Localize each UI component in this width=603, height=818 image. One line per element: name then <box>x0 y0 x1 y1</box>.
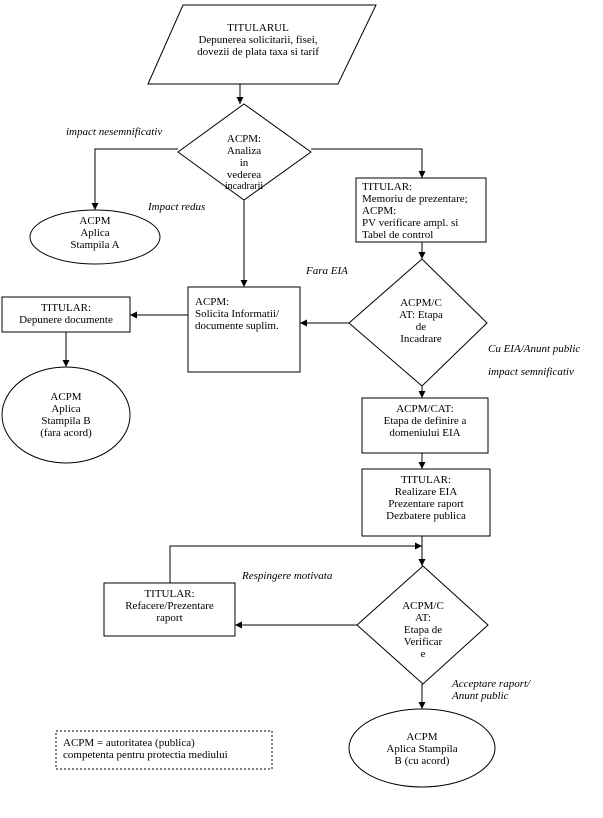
legend-box <box>55 730 273 770</box>
solicita-text: ACPM: Solicita Informatii/ documente sup… <box>195 296 280 332</box>
memoriu-text: TITULAR: Memoriu de prezentare; ACPM: PV… <box>362 181 468 241</box>
stampila-acord-text: ACPM Aplica Stampila B (cu acord) <box>386 731 458 767</box>
stampila-b-text: ACPM Aplica Stampila B (fara acord) <box>40 391 92 439</box>
label-impact-nesemnificativ: impact nesemnificativ <box>66 126 163 138</box>
depunere-doc-box <box>1 296 131 333</box>
verificare-text: ACPM/C AT: Etapa de Verificar e <box>402 600 444 660</box>
definire-box <box>361 397 489 454</box>
depunere-doc-text: TITULAR: Depunere documente <box>19 302 113 326</box>
arrow-analiza-to-stampila-a <box>91 148 178 210</box>
legend-text: ACPM = autoritatea (publica) competenta … <box>63 737 228 761</box>
label-fara-eia: Fara EIA <box>306 265 348 277</box>
refacere-text: TITULAR: Refacere/Prezentare raport <box>125 588 214 624</box>
incadrare-text: ACPM/C AT: Etapa de Incadrare <box>399 297 443 345</box>
refacere-box <box>103 582 236 637</box>
start-parallelogram <box>147 4 377 85</box>
definire-text: ACPM/CAT: Etapa de definire a domeniului… <box>383 403 467 439</box>
realizare-text: TITULAR: Realizare EIA Prezentare raport… <box>386 474 466 522</box>
label-impact-redus: Impact redus <box>148 201 206 213</box>
stampila-a-text: ACPM Aplica Stampila A <box>70 215 120 251</box>
start-text: TITULARUL Depunerea solicitarii, fisei, … <box>197 22 319 58</box>
memoriu-box <box>355 177 487 243</box>
verificare-decision <box>356 565 489 685</box>
label-cu-eia: Cu EIA/Anunt public <box>488 343 581 355</box>
label-respingere: Respingere motivata <box>242 570 333 582</box>
realizare-box <box>361 468 491 537</box>
label-impact-semnificativ: impact semnificativ <box>488 366 574 378</box>
arrow-analiza-to-memoriu <box>311 148 426 178</box>
solicita-box <box>187 286 301 373</box>
analiza-text: ACPM: Analiza in vederea incadrarii <box>224 133 264 192</box>
label-acceptare: Acceptare raport/ Anunt public <box>452 678 531 702</box>
arrow-refacere-loop <box>169 542 422 583</box>
